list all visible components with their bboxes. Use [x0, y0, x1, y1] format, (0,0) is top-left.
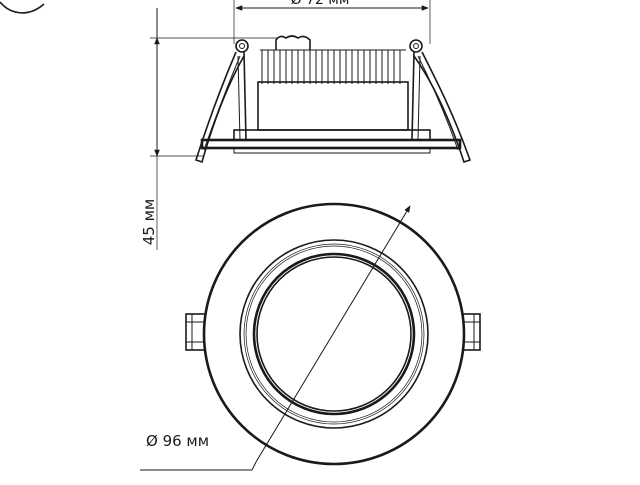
- lens-rim: [233, 147, 431, 154]
- terminal-block: [275, 35, 311, 50]
- outer-diameter-label: Ø 96 мм: [146, 432, 209, 450]
- front-view: Ø 96 мм: [140, 202, 481, 471]
- spring-clip-left: [194, 39, 249, 164]
- bezel-ring-2: [243, 243, 425, 425]
- bezel-ring-1: [239, 239, 429, 429]
- cutout-diameter-label: Ø 72 мм: [291, 0, 350, 8]
- diameter-line: [255, 205, 411, 463]
- outer-ring: [202, 202, 466, 466]
- side-view: Ø 72 мм: [140, 0, 472, 250]
- lens: [256, 256, 412, 412]
- heatsink-fins: [260, 49, 406, 84]
- logo-arc: [0, 1, 45, 14]
- spring-clip-right: [409, 39, 472, 164]
- reflector-ring: [252, 252, 416, 416]
- flange: [200, 138, 462, 150]
- mounting-plate: [233, 129, 431, 141]
- bezel-ring-3: [245, 245, 423, 423]
- height-label: 45 мм: [140, 199, 158, 246]
- heatsink-base: [257, 81, 409, 131]
